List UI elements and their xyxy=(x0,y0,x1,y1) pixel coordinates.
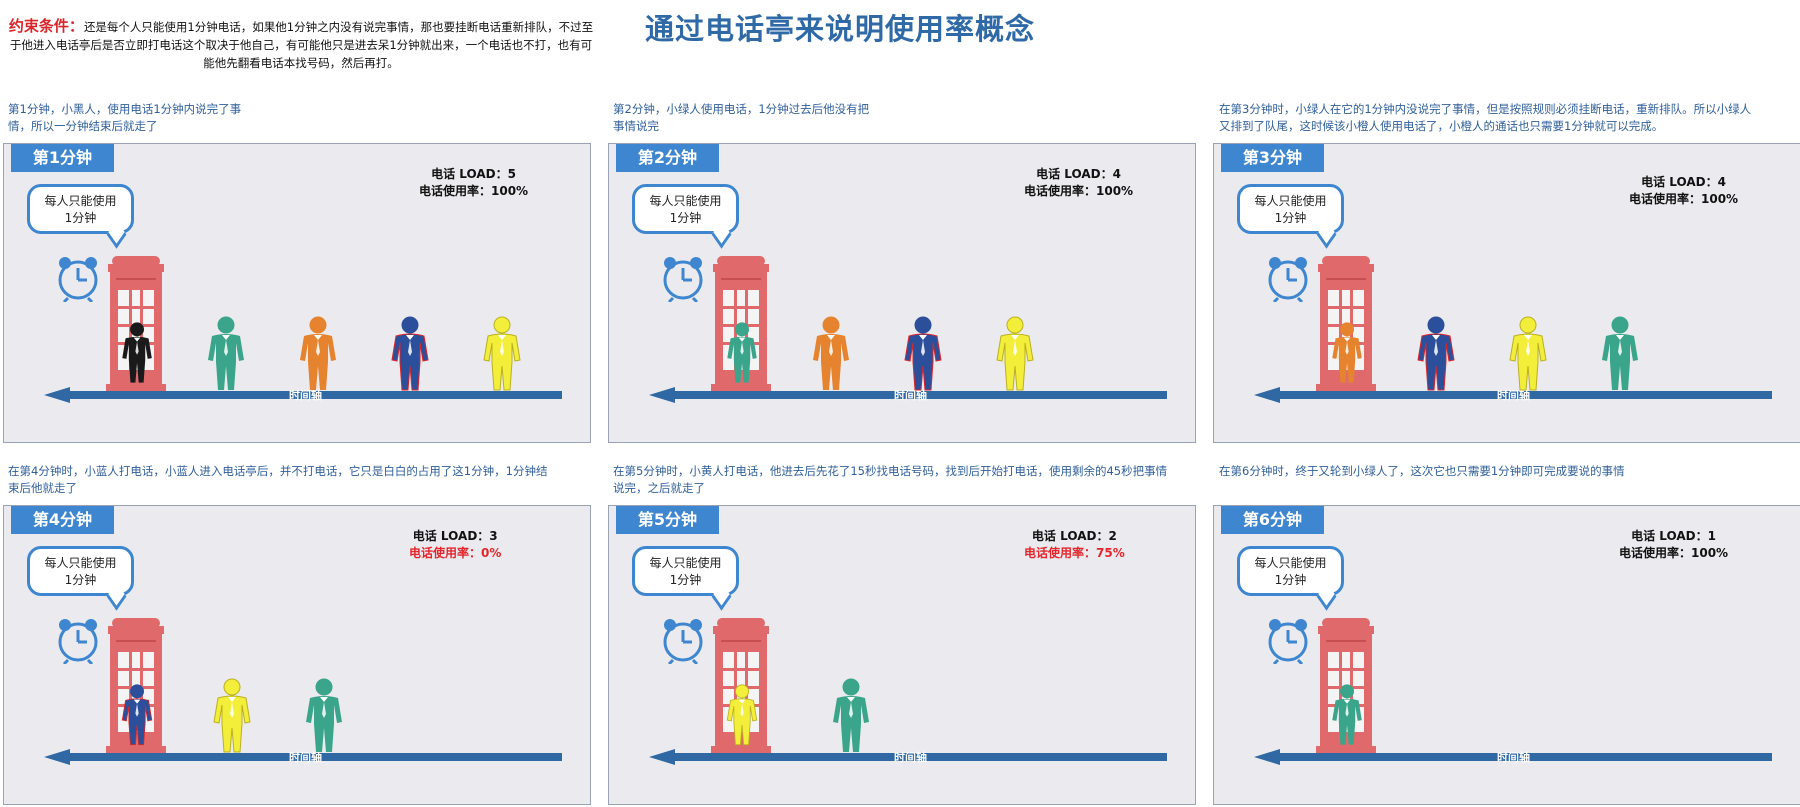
alarm-clock-icon xyxy=(54,254,102,306)
person-in-booth xyxy=(724,322,760,388)
minute-panel: 第5分钟 电话 LOAD：2 电话使用率：75% 每人只能使用 1分钟 xyxy=(608,505,1196,805)
queued-person xyxy=(1414,316,1458,396)
person-in-booth xyxy=(724,684,760,750)
bubble-line-2: 1分钟 xyxy=(64,211,97,225)
bubble-line-1: 每人只能使用 xyxy=(44,556,117,570)
constraint-note: 约束条件：还是每个人只能使用1分钟电话，如果他1分钟之内没有说完事情，那也要挂断… xyxy=(6,17,596,72)
bubble-line-2: 1分钟 xyxy=(64,573,97,587)
utilization-text: 电话使用率：100% xyxy=(1619,546,1729,560)
time-axis-label: 时间轴 xyxy=(289,389,322,402)
load-text: 电话 LOAD：4 xyxy=(1641,175,1726,189)
phone-stats: 电话 LOAD：3 电话使用率：0% xyxy=(409,528,501,562)
queued-person xyxy=(829,678,873,758)
time-axis-label: 时间轴 xyxy=(894,751,927,764)
minute-panel: 第3分钟 电话 LOAD：4 电话使用率：100% 每人只能使用 1分钟 xyxy=(1213,143,1800,443)
person-in-booth xyxy=(1329,322,1365,388)
queued-person xyxy=(296,316,340,396)
bubble-line-1: 每人只能使用 xyxy=(44,194,117,208)
minute-tag: 第4分钟 xyxy=(11,506,114,534)
bubble-line-2: 1分钟 xyxy=(1274,211,1307,225)
queued-person xyxy=(1506,316,1550,396)
time-axis-arrow xyxy=(1254,387,1774,407)
phone-stats: 电话 LOAD：2 电话使用率：75% xyxy=(1024,528,1125,562)
person-in-booth xyxy=(1329,684,1365,750)
rule-bubble: 每人只能使用 1分钟 xyxy=(632,546,739,611)
queued-person xyxy=(1598,316,1642,396)
person-in-booth xyxy=(119,322,155,388)
queued-person xyxy=(388,316,432,396)
time-axis-arrow xyxy=(649,387,1169,407)
rule-bubble: 每人只能使用 1分钟 xyxy=(27,546,134,611)
minute-panel: 第6分钟 电话 LOAD：1 电话使用率：100% 每人只能使用 1分钟 xyxy=(1213,505,1800,805)
load-text: 电话 LOAD：4 xyxy=(1036,167,1121,181)
alarm-clock-icon xyxy=(659,254,707,306)
bubble-line-1: 每人只能使用 xyxy=(649,194,722,208)
rule-bubble: 每人只能使用 1分钟 xyxy=(632,184,739,249)
time-axis-arrow xyxy=(44,387,564,407)
utilization-text: 电话使用率：100% xyxy=(1629,192,1739,206)
alarm-clock-icon xyxy=(1264,254,1312,306)
utilization-text: 电话使用率：0% xyxy=(409,546,502,560)
rule-bubble: 每人只能使用 1分钟 xyxy=(1237,184,1344,249)
load-text: 电话 LOAD：2 xyxy=(1031,529,1117,543)
load-text: 电话 LOAD：3 xyxy=(412,529,498,543)
time-axis-label: 时间轴 xyxy=(1497,751,1530,764)
minute-tag: 第3分钟 xyxy=(1221,144,1324,172)
queued-person xyxy=(993,316,1037,396)
load-text: 电话 LOAD：1 xyxy=(1631,529,1716,543)
utilization-text: 电话使用率：75% xyxy=(1024,546,1125,560)
phone-stats: 电话 LOAD：4 电话使用率：100% xyxy=(1629,174,1738,208)
panel-description: 第2分钟，小绿人使用电话，1分钟过去后他没有把事情说完 xyxy=(613,102,870,133)
rule-bubble: 每人只能使用 1分钟 xyxy=(1237,546,1344,611)
bubble-line-2: 1分钟 xyxy=(669,573,702,587)
phone-stats: 电话 LOAD：4 电话使用率：100% xyxy=(1024,166,1133,200)
minute-panel: 第4分钟 电话 LOAD：3 电话使用率：0% 每人只能使用 1分钟 xyxy=(3,505,591,805)
queued-person xyxy=(210,678,254,758)
phone-stats: 电话 LOAD：5 电话使用率：100% xyxy=(419,166,528,200)
time-axis-arrow xyxy=(1254,749,1774,769)
page-title: 通过电话亭来说明使用率概念 xyxy=(644,12,1035,46)
minute-panel: 第1分钟 电话 LOAD：5 电话使用率：100% 每人只能使用 1分钟 xyxy=(3,143,591,443)
time-axis-label: 时间轴 xyxy=(894,389,927,402)
queued-person xyxy=(480,316,524,396)
constraint-label: 约束条件： xyxy=(8,17,84,35)
minute-tag: 第6分钟 xyxy=(1221,506,1324,534)
time-axis-arrow xyxy=(44,749,564,769)
minute-panel: 第2分钟 电话 LOAD：4 电话使用率：100% 每人只能使用 1分钟 xyxy=(608,143,1196,443)
bubble-line-2: 1分钟 xyxy=(1274,573,1307,587)
phone-stats: 电话 LOAD：1 电话使用率：100% xyxy=(1619,528,1728,562)
alarm-clock-icon xyxy=(1264,616,1312,668)
constraint-text: 还是每个人只能使用1分钟电话，如果他1分钟之内没有说完事情，那也要挂断电话重新排… xyxy=(9,20,594,70)
minute-tag: 第2分钟 xyxy=(616,144,719,172)
bubble-line-1: 每人只能使用 xyxy=(1254,194,1327,208)
queued-person xyxy=(901,316,945,396)
rule-bubble: 每人只能使用 1分钟 xyxy=(27,184,134,249)
queued-person xyxy=(204,316,248,396)
minute-tag: 第5分钟 xyxy=(616,506,719,534)
alarm-clock-icon xyxy=(659,616,707,668)
bubble-line-2: 1分钟 xyxy=(669,211,702,225)
alarm-clock-icon xyxy=(54,616,102,668)
queued-person xyxy=(809,316,853,396)
panel-description: 在第4分钟时，小蓝人打电话，小蓝人进入电话亭后，并不打电话，它只是白白的占用了这… xyxy=(8,464,548,495)
panel-description: 第1分钟，小黑人，使用电话1分钟内说完了事情，所以一分钟结束后就走了 xyxy=(8,102,242,133)
bubble-line-1: 每人只能使用 xyxy=(649,556,722,570)
time-axis-label: 时间轴 xyxy=(1497,389,1530,402)
time-axis-arrow xyxy=(649,749,1169,769)
panel-description: 在第3分钟时，小绿人在它的1分钟内没说完了事情，但是按照规则必须挂断电话，重新排… xyxy=(1219,102,1752,133)
bubble-line-1: 每人只能使用 xyxy=(1254,556,1327,570)
queued-person xyxy=(302,678,346,758)
panel-description: 在第5分钟时，小黄人打电话，他进去后先花了15秒找电话号码，找到后开始打电话，使… xyxy=(613,464,1168,495)
phone-booth xyxy=(1314,254,1378,396)
load-text: 电话 LOAD：5 xyxy=(431,167,516,181)
time-axis-label: 时间轴 xyxy=(289,751,322,764)
person-in-booth xyxy=(119,684,155,750)
utilization-text: 电话使用率：100% xyxy=(1024,184,1134,198)
utilization-text: 电话使用率：100% xyxy=(419,184,529,198)
panel-description: 在第6分钟时，终于又轮到小绿人了，这次它也只需要1分钟即可完成要说的事情 xyxy=(1219,464,1625,478)
minute-tag: 第1分钟 xyxy=(11,144,114,172)
